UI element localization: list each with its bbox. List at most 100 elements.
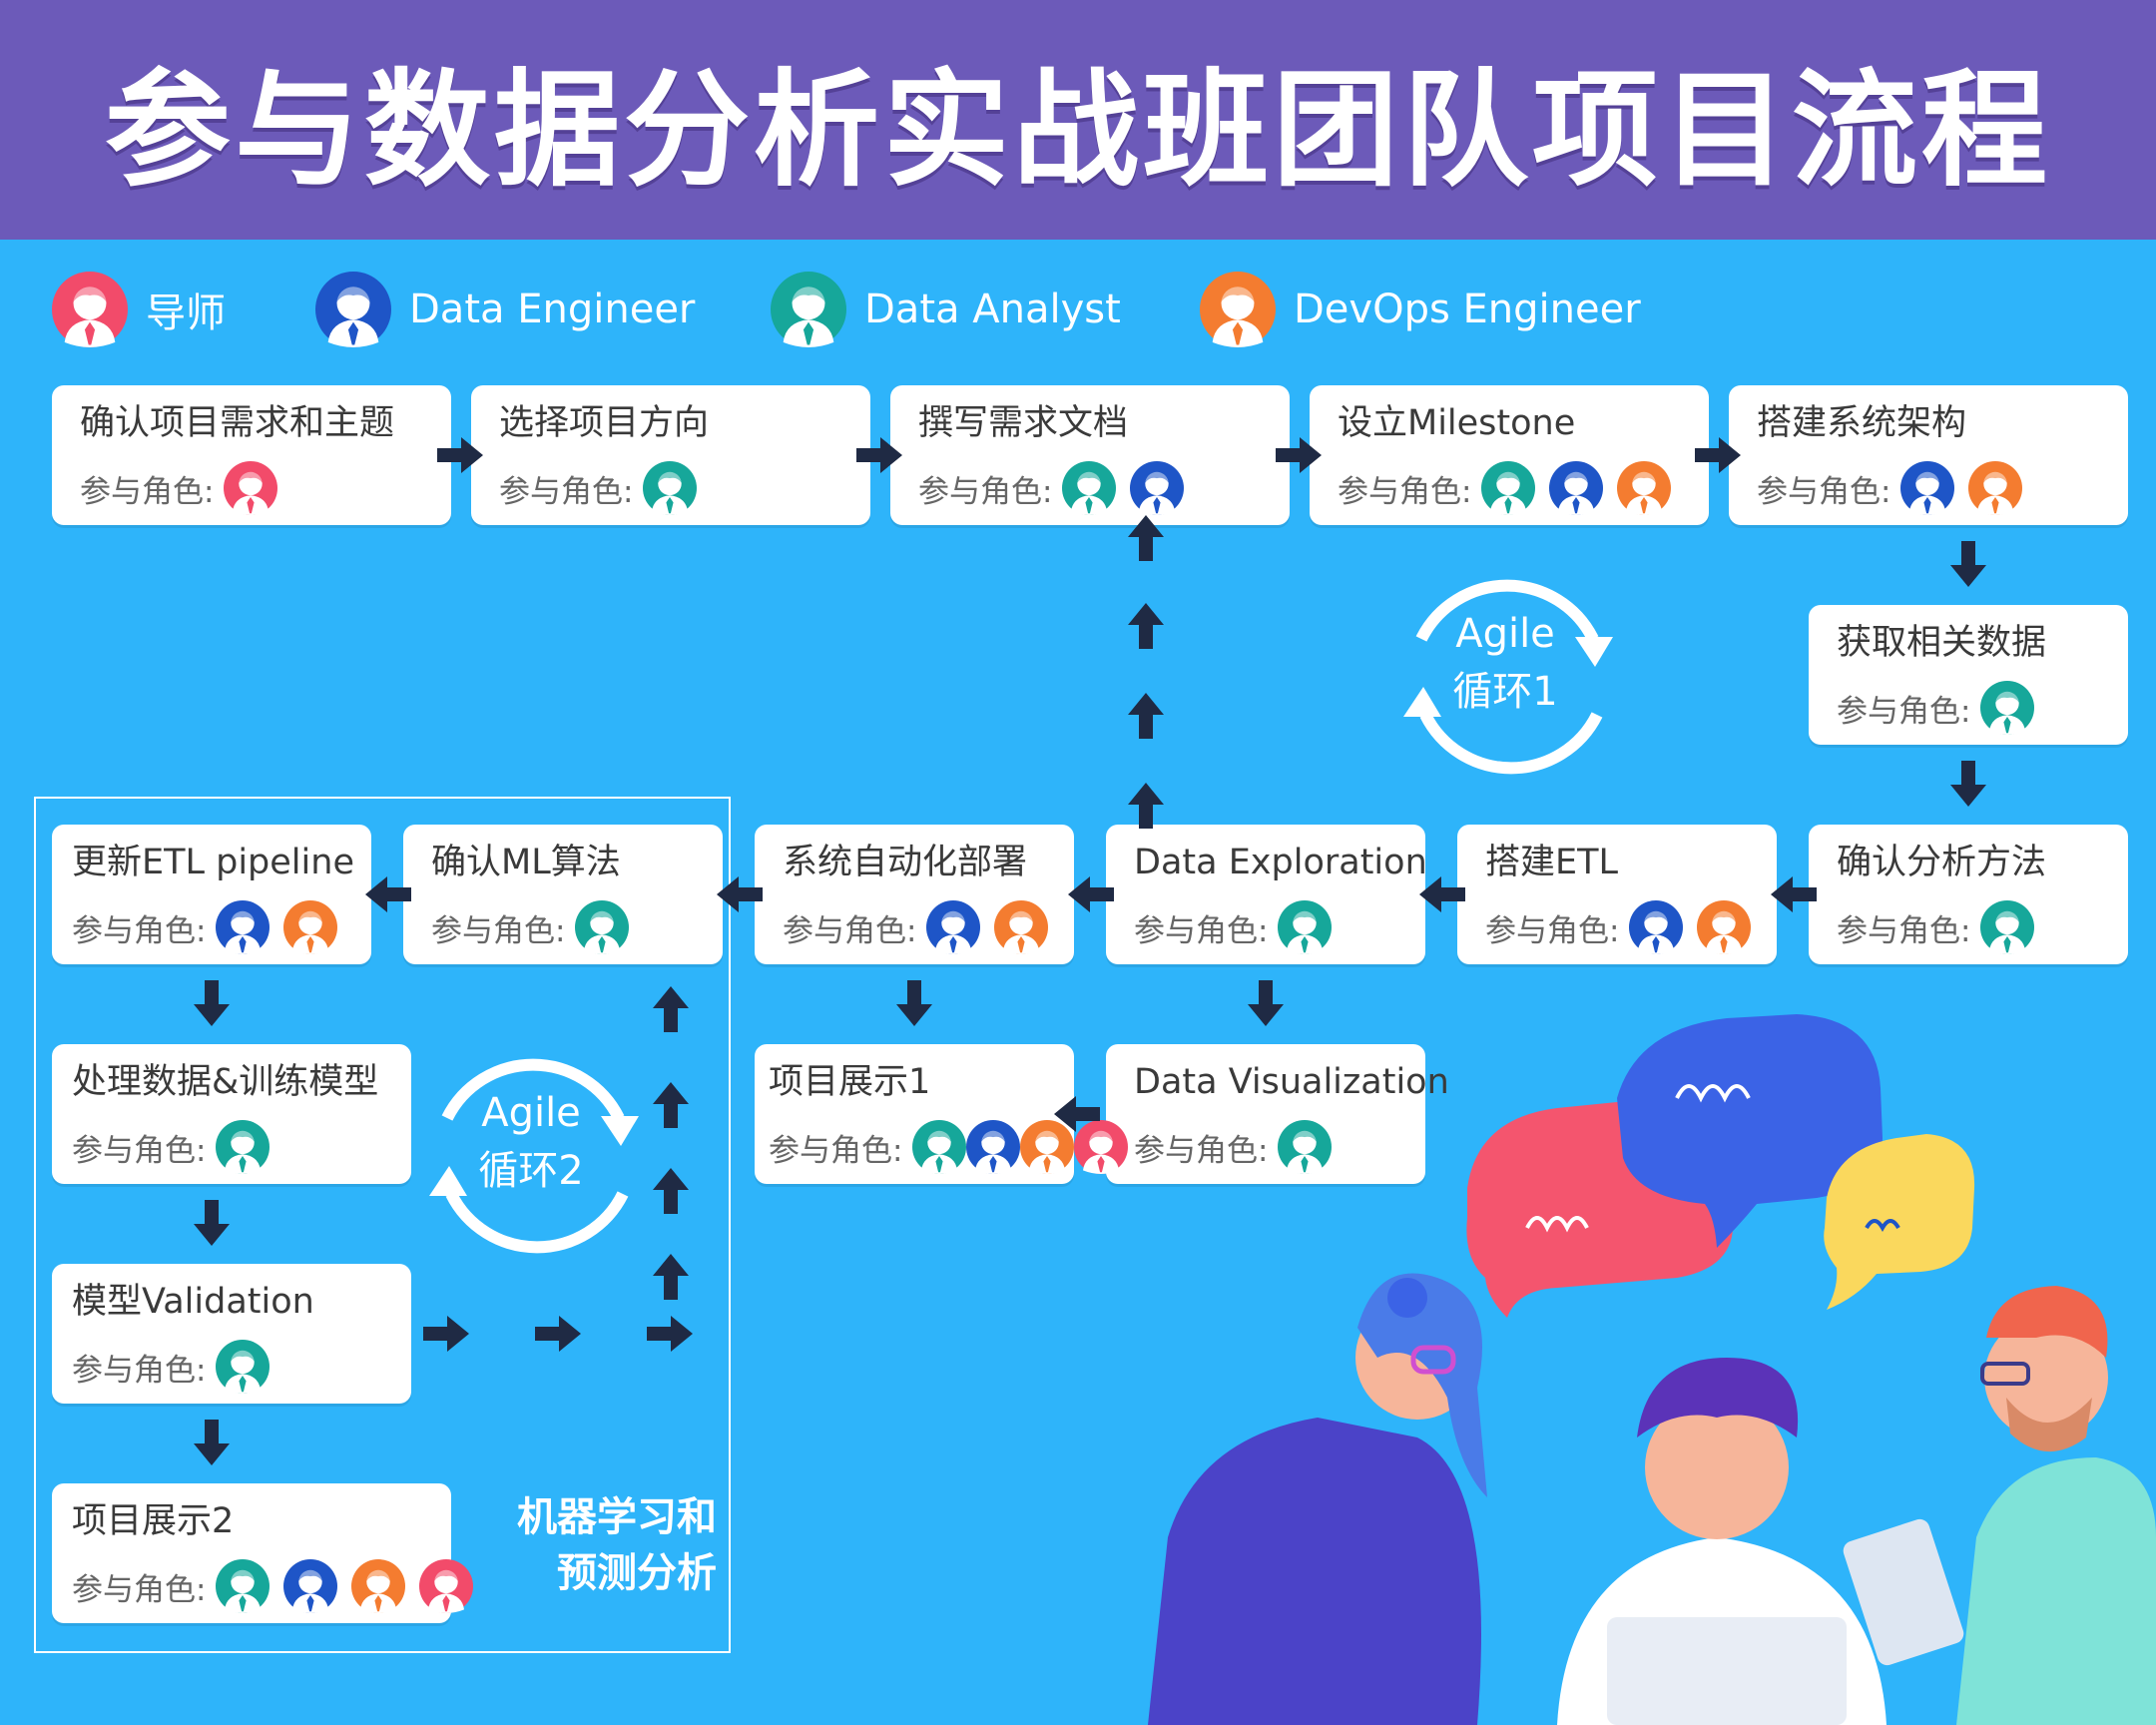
roles-prefix: 参与角色: — [499, 473, 634, 510]
step-box: 系统自动化部署参与角色: — [755, 825, 1074, 964]
agile-loop-1-label: Agile 循环1 — [1452, 611, 1558, 715]
legend-mentor: 导师 — [52, 272, 226, 347]
analyst-avatar-icon — [216, 1559, 270, 1613]
mentor-avatar-icon — [1074, 1120, 1129, 1174]
arrow-left-icon — [365, 876, 411, 912]
engineer-avatar-icon — [1900, 461, 1955, 515]
arrow-up-icon — [653, 1082, 689, 1128]
analyst-avatar-icon — [575, 900, 630, 954]
ml-section-frame — [34, 797, 731, 1653]
header-banner: 参与数据分析实战班团队项目流程 — [0, 0, 2156, 240]
step-title: 处理数据&训练模型 — [72, 1062, 379, 1102]
step-roles-row: 参与角色: — [72, 1340, 383, 1394]
role-icons — [926, 900, 1049, 954]
engineer-avatar-icon — [283, 1559, 338, 1613]
engineer-avatar-icon — [315, 272, 391, 347]
role-icons — [912, 1120, 1129, 1174]
arrow-down-icon — [194, 980, 230, 1026]
role-icons — [1980, 900, 2035, 954]
mentor-avatar-icon — [224, 461, 278, 515]
devops-avatar-icon — [1020, 1120, 1075, 1174]
analyst-avatar-icon — [1481, 461, 1536, 515]
step-roles-row: 参与角色: — [72, 900, 343, 954]
arrow-right-icon — [535, 1316, 581, 1352]
cycle-arrows-icon — [1403, 579, 1613, 775]
engineer-avatar-icon — [1549, 461, 1604, 515]
step-title: 设立Milestone — [1338, 403, 1576, 443]
step-roles-row: 参与角色: — [1134, 1120, 1397, 1174]
arrow-up-icon — [653, 1168, 689, 1214]
team-people-illustration — [1148, 1273, 2156, 1725]
devops-avatar-icon — [1697, 900, 1752, 954]
arrow-down-icon — [194, 1420, 230, 1465]
analyst-avatar-icon — [643, 461, 698, 515]
step-box: 确认分析方法参与角色: — [1809, 825, 2128, 964]
engineer-avatar-icon — [1130, 461, 1185, 515]
step-title: 系统自动化部署 — [783, 843, 1028, 882]
step-roles-row: 参与角色: — [918, 461, 1262, 515]
role-icons — [575, 900, 630, 954]
devops-avatar-icon — [283, 900, 338, 954]
arrow-down-icon — [1950, 761, 1986, 807]
roles-prefix: 参与角色: — [918, 473, 1053, 510]
agile-loop-2-label: Agile 循环2 — [478, 1090, 584, 1194]
analyst-avatar-icon — [771, 272, 846, 347]
step-title: 确认ML算法 — [431, 843, 621, 882]
roles-prefix: 参与角色: — [80, 473, 215, 510]
roles-prefix: 参与角色: — [72, 1352, 207, 1389]
analyst-avatar-icon — [1980, 900, 2035, 954]
mentor-avatar-icon — [419, 1559, 474, 1613]
arrow-up-icon — [1128, 603, 1164, 649]
role-icons — [1278, 900, 1333, 954]
step-roles-row: 参与角色: — [1757, 461, 2100, 515]
step-box: 确认ML算法参与角色: — [403, 825, 723, 964]
analyst-avatar-icon — [1980, 681, 2035, 735]
arrow-right-icon — [1276, 437, 1322, 473]
cycle-arrows-icon — [429, 1058, 639, 1254]
mentor-avatar-icon — [52, 272, 128, 347]
roles-prefix: 参与角色: — [72, 1132, 207, 1169]
legend-analyst: Data Analyst — [771, 272, 1121, 347]
legend-engineer: Data Engineer — [315, 272, 695, 347]
step-title: 选择项目方向 — [499, 403, 710, 443]
step-box: 模型Validation 参与角色: — [52, 1264, 411, 1404]
step-title: 模型Validation — [72, 1282, 314, 1322]
page-title: 参与数据分析实战班团队项目流程 — [105, 57, 2051, 204]
arrow-left-icon — [1771, 876, 1817, 912]
step-box: 搭建系统架构参与角色: — [1729, 385, 2128, 525]
arrow-up-icon — [653, 1254, 689, 1300]
role-icons — [216, 900, 338, 954]
step-roles-row: 参与角色: — [80, 461, 423, 515]
step-title: Data Exploration — [1134, 843, 1427, 882]
devops-avatar-icon — [351, 1559, 406, 1613]
analyst-avatar-icon — [1062, 461, 1117, 515]
step-roles-row: 参与角色: — [431, 900, 695, 954]
step-roles-row: 参与角色: — [1837, 681, 2100, 735]
role-icons — [643, 461, 698, 515]
arrow-down-icon — [1248, 980, 1284, 1026]
step-box: 确认项目需求和主题参与角色: — [52, 385, 451, 525]
role-icons — [1900, 461, 2023, 515]
step-box: 选择项目方向参与角色: — [471, 385, 870, 525]
legend-label: Data Engineer — [409, 287, 696, 332]
devops-avatar-icon — [994, 900, 1049, 954]
arrow-right-icon — [647, 1316, 693, 1352]
devops-avatar-icon — [1968, 461, 2023, 515]
flow-arrows — [194, 437, 2156, 1725]
roles-prefix: 参与角色: — [72, 912, 207, 949]
role-icons — [224, 461, 278, 515]
legend-devops: DevOps Engineer — [1200, 272, 1641, 347]
step-roles-row: 参与角色: — [769, 1120, 1129, 1174]
roles-prefix: 参与角色: — [431, 912, 566, 949]
arrow-right-icon — [856, 437, 902, 473]
engineer-avatar-icon — [926, 900, 981, 954]
arrow-up-icon — [1128, 783, 1164, 829]
arrow-right-icon — [1695, 437, 1741, 473]
arrow-left-icon — [1068, 876, 1114, 912]
analyst-avatar-icon — [1278, 1120, 1333, 1174]
